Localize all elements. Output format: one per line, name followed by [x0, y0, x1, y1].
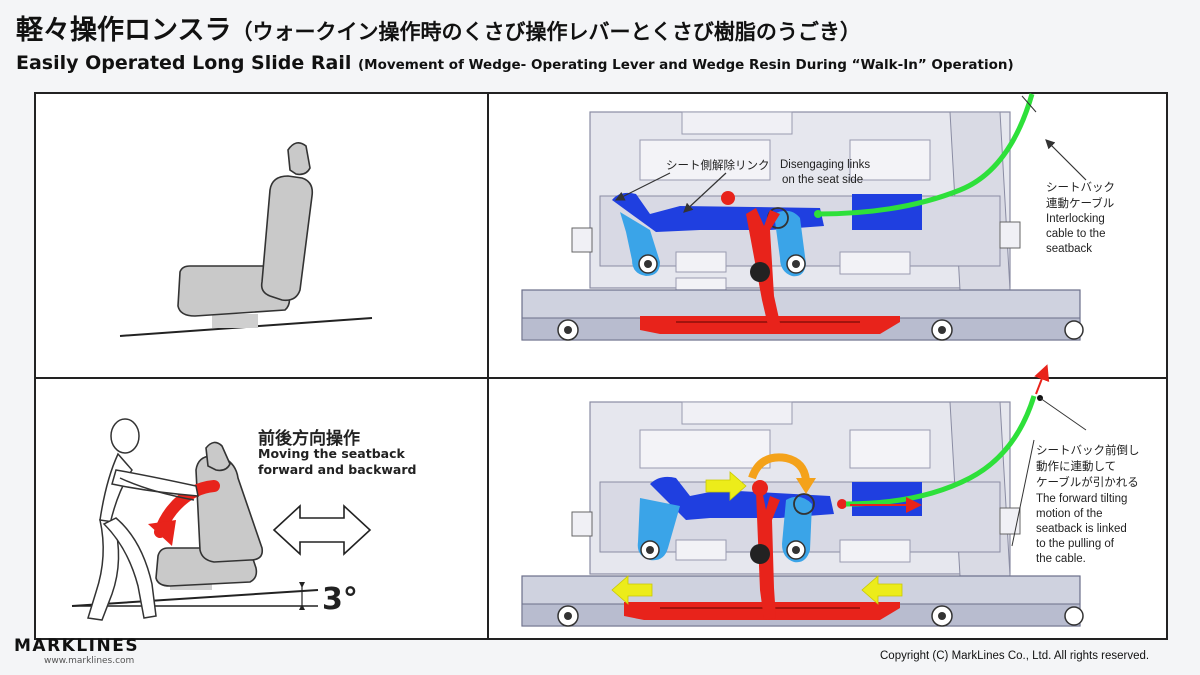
- seat-upright-illustration: [119, 142, 373, 337]
- cable-label-en-2: cable to the: [1046, 228, 1106, 240]
- title-ja-main: 軽々操作ロンスラ: [16, 15, 232, 46]
- cable-note-en-4: to the pulling of: [1036, 538, 1115, 550]
- double-arrow-icon: [272, 504, 372, 556]
- title-ja-sub: （ウォークイン操作時のくさび操作レバーとくさび樹脂のうごき）: [231, 20, 861, 44]
- title-en-sub: (Movement of Wedge- Operating Lever and …: [357, 57, 1014, 73]
- cable-note-ja-1: シートバック前倒し: [1036, 443, 1140, 457]
- marklines-logo: MARKLINES: [14, 636, 140, 656]
- title-en-main: Easily Operated Long Slide Rail: [16, 52, 352, 74]
- rotate-arrow-icon: [796, 478, 816, 494]
- arrow-left-yellow-icon: [611, 575, 653, 605]
- cable-label-ja-1: シートバック: [1046, 180, 1115, 194]
- angle-label: 3°: [322, 582, 358, 617]
- rail-mechanism-bottom: [521, 364, 1087, 627]
- copyright-notice: Copyright (C) MarkLines Co., Ltd. All ri…: [880, 650, 1150, 662]
- cable-label-en-1: Interlocking: [1046, 213, 1105, 225]
- cable-note-en-3: seatback is linked: [1036, 523, 1127, 535]
- marklines-url: www.marklines.com: [44, 656, 135, 666]
- seat-walkin-illustration: [71, 418, 319, 621]
- cable-note-ja-3: ケーブルが引かれる: [1036, 475, 1139, 489]
- walkin-desc-1: Moving the seatback: [258, 446, 405, 461]
- release-link-label-en-2: on the seat side: [782, 174, 864, 186]
- walkin-heading-ja: 前後方向操作: [258, 429, 360, 449]
- cable-note-ja-2: 動作に連動して: [1036, 459, 1117, 473]
- cable-label-ja-2: 連動ケーブル: [1046, 196, 1115, 210]
- cable-note-en-2: motion of the: [1036, 508, 1103, 520]
- title-en: Easily Operated Long Slide Rail (Movemen…: [16, 52, 1014, 74]
- arrow-left-yellow-icon-2: [861, 575, 903, 605]
- walkin-desc-2: forward and backward: [258, 462, 417, 477]
- release-link-label-en-1: Disengaging links: [780, 159, 871, 171]
- cable-note-en-1: The forward tilting: [1036, 493, 1128, 505]
- cable-label-en-3: seatback: [1046, 243, 1093, 255]
- arrow-right-yellow-icon: [705, 471, 747, 501]
- release-link-label-ja: シート側解除リンク: [666, 158, 770, 172]
- title-ja: 軽々操作ロンスラ（ウォークイン操作時のくさび操作レバーとくさび樹脂のうごき）: [16, 8, 861, 47]
- panel-seat-normal: [34, 92, 489, 379]
- rail-mechanism-top: [521, 93, 1087, 341]
- cable-note-en-5: the cable.: [1036, 553, 1086, 565]
